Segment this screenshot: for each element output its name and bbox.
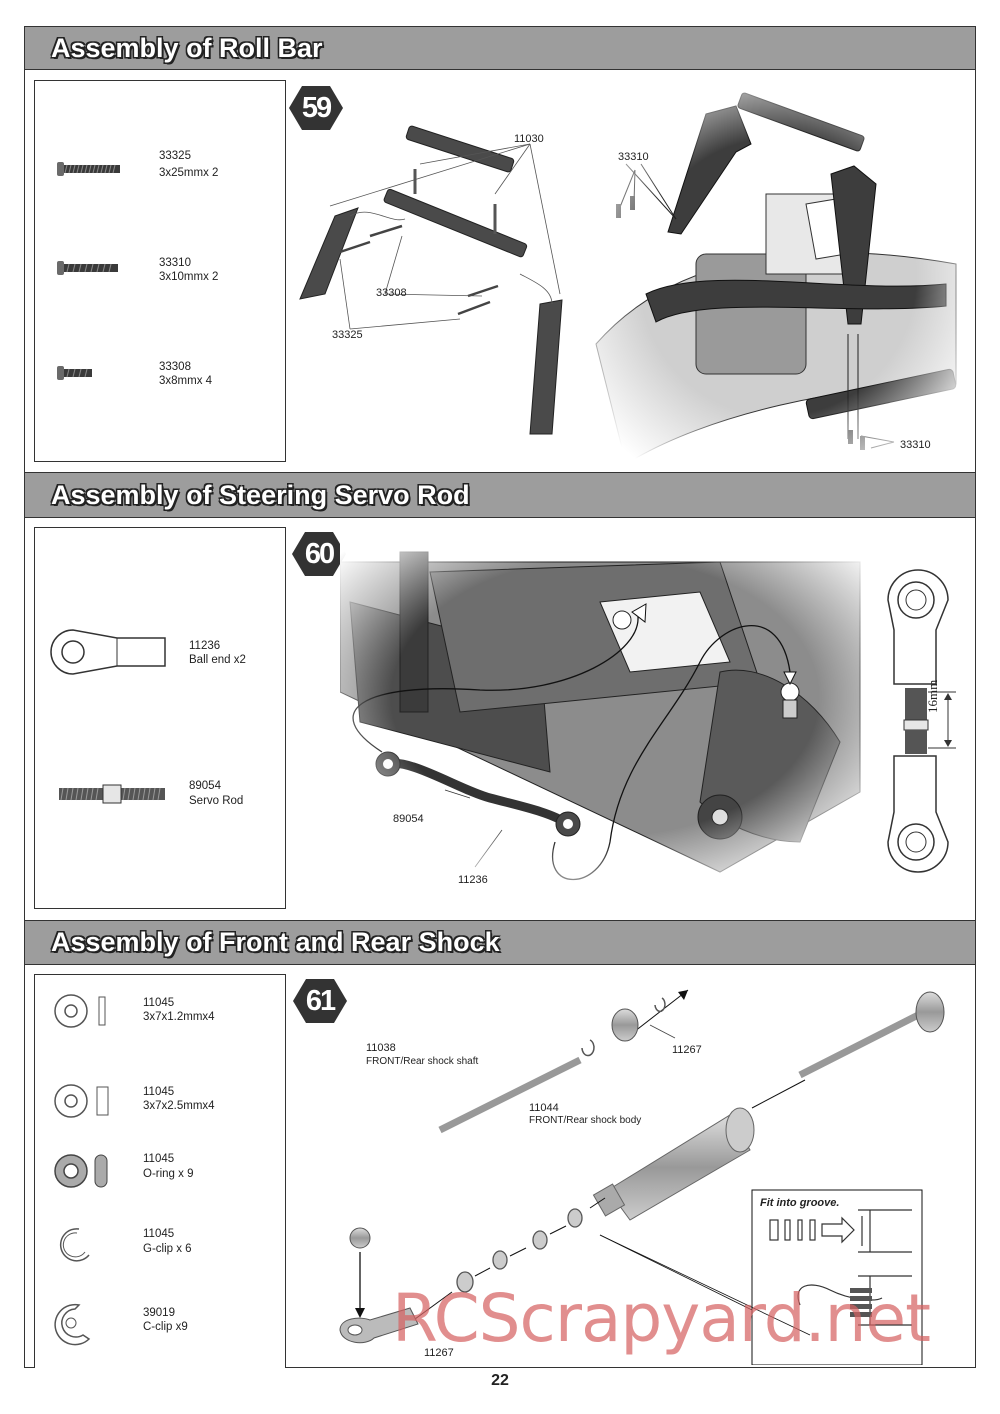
part-code: 89054 bbox=[189, 780, 221, 792]
screw-long-icon bbox=[57, 162, 120, 176]
part-code: 39019 bbox=[143, 1307, 175, 1319]
part-desc: 3x25mmx 2 bbox=[159, 167, 219, 179]
part-desc: 3x10mmx 2 bbox=[159, 271, 219, 283]
callout-body-code: 11044 bbox=[529, 1102, 559, 1114]
part-code: 11045 bbox=[143, 1086, 175, 1098]
part-desc: G-clip x 6 bbox=[143, 1243, 192, 1255]
step-badge-59: 59 bbox=[288, 84, 344, 132]
screw-short-icon bbox=[57, 366, 92, 380]
callout-11267-top: 11267 bbox=[672, 1044, 702, 1056]
part-desc: 3x7x2.5mmx4 bbox=[143, 1100, 215, 1112]
servo-rod-length-diagram bbox=[887, 569, 956, 873]
part-code: 33310 bbox=[159, 257, 191, 269]
part-code: 11045 bbox=[143, 1153, 175, 1165]
callout-11236: 11236 bbox=[458, 874, 488, 886]
parts-list-shock: 11045 3x7x1.2mmx4 11045 3x7x2.5mmx4 1104… bbox=[34, 974, 286, 1368]
part-code: 11045 bbox=[143, 997, 175, 1009]
g-clip-icon bbox=[59, 1228, 90, 1262]
c-clip-icon bbox=[54, 1303, 91, 1346]
section-title-front-rear-shock: Assembly of Front and Rear Shock bbox=[24, 920, 976, 965]
page-number: 22 bbox=[491, 1372, 509, 1389]
part-code: 11236 bbox=[189, 640, 221, 652]
part-desc: O-ring x 9 bbox=[143, 1168, 194, 1180]
parts-list-servo-rod: 11236 Ball end x2 89054 Servo Rod bbox=[34, 527, 286, 909]
shock-exploded-diagram bbox=[339, 989, 945, 1365]
roll-bar-installed-diagram bbox=[586, 84, 970, 470]
washer-thick-icon bbox=[54, 1084, 109, 1118]
callout-shaft-code: 11038 bbox=[366, 1042, 396, 1054]
callout-body-name: FRONT/Rear shock body bbox=[529, 1115, 642, 1126]
step-badge-60: 60 bbox=[291, 530, 347, 578]
part-code: 11045 bbox=[143, 1228, 175, 1240]
o-ring-icon bbox=[54, 1154, 108, 1188]
ball-end-icon bbox=[50, 629, 166, 675]
callout-11030: 11030 bbox=[514, 133, 544, 145]
part-desc: Ball end x2 bbox=[189, 654, 246, 666]
callout-11267-bottom: 11267 bbox=[424, 1347, 454, 1359]
screw-medium-icon bbox=[57, 261, 118, 275]
part-code: 33308 bbox=[159, 361, 191, 373]
watermark: RCScrapyard.net bbox=[392, 1280, 931, 1357]
callout-33310-bottom: 33310 bbox=[900, 439, 931, 451]
part-desc: C-clip x9 bbox=[143, 1321, 188, 1333]
callout-shaft-name: FRONT/Rear shock shaft bbox=[366, 1056, 479, 1067]
roll-bar-exploded-diagram bbox=[299, 125, 563, 435]
callout-33325: 33325 bbox=[332, 329, 363, 341]
step-badge-61: 61 bbox=[292, 977, 348, 1025]
part-code: 33325 bbox=[159, 150, 191, 162]
washer-thin-icon bbox=[54, 994, 106, 1028]
callout-89054: 89054 bbox=[393, 813, 424, 825]
part-desc: Servo Rod bbox=[189, 795, 244, 807]
section-title-roll-bar: Assembly of Roll Bar bbox=[24, 26, 976, 70]
section-title-steering-servo-rod: Assembly of Steering Servo Rod bbox=[24, 472, 976, 518]
callout-33310-top: 33310 bbox=[618, 151, 649, 163]
servo-rod-icon bbox=[59, 784, 165, 804]
part-desc: 3x8mmx 4 bbox=[159, 375, 213, 387]
parts-list-roll-bar: 33325 3x25mmx 2 33310 3x10mmx 2 33308 3x… bbox=[34, 80, 286, 462]
part-desc: 3x7x1.2mmx4 bbox=[143, 1011, 215, 1023]
fit-into-groove-note: Fit into groove. bbox=[760, 1197, 840, 1209]
callout-33308: 33308 bbox=[376, 287, 407, 299]
dimension-16mm: 16mm bbox=[925, 679, 940, 713]
steering-servo-diagram bbox=[340, 542, 870, 887]
